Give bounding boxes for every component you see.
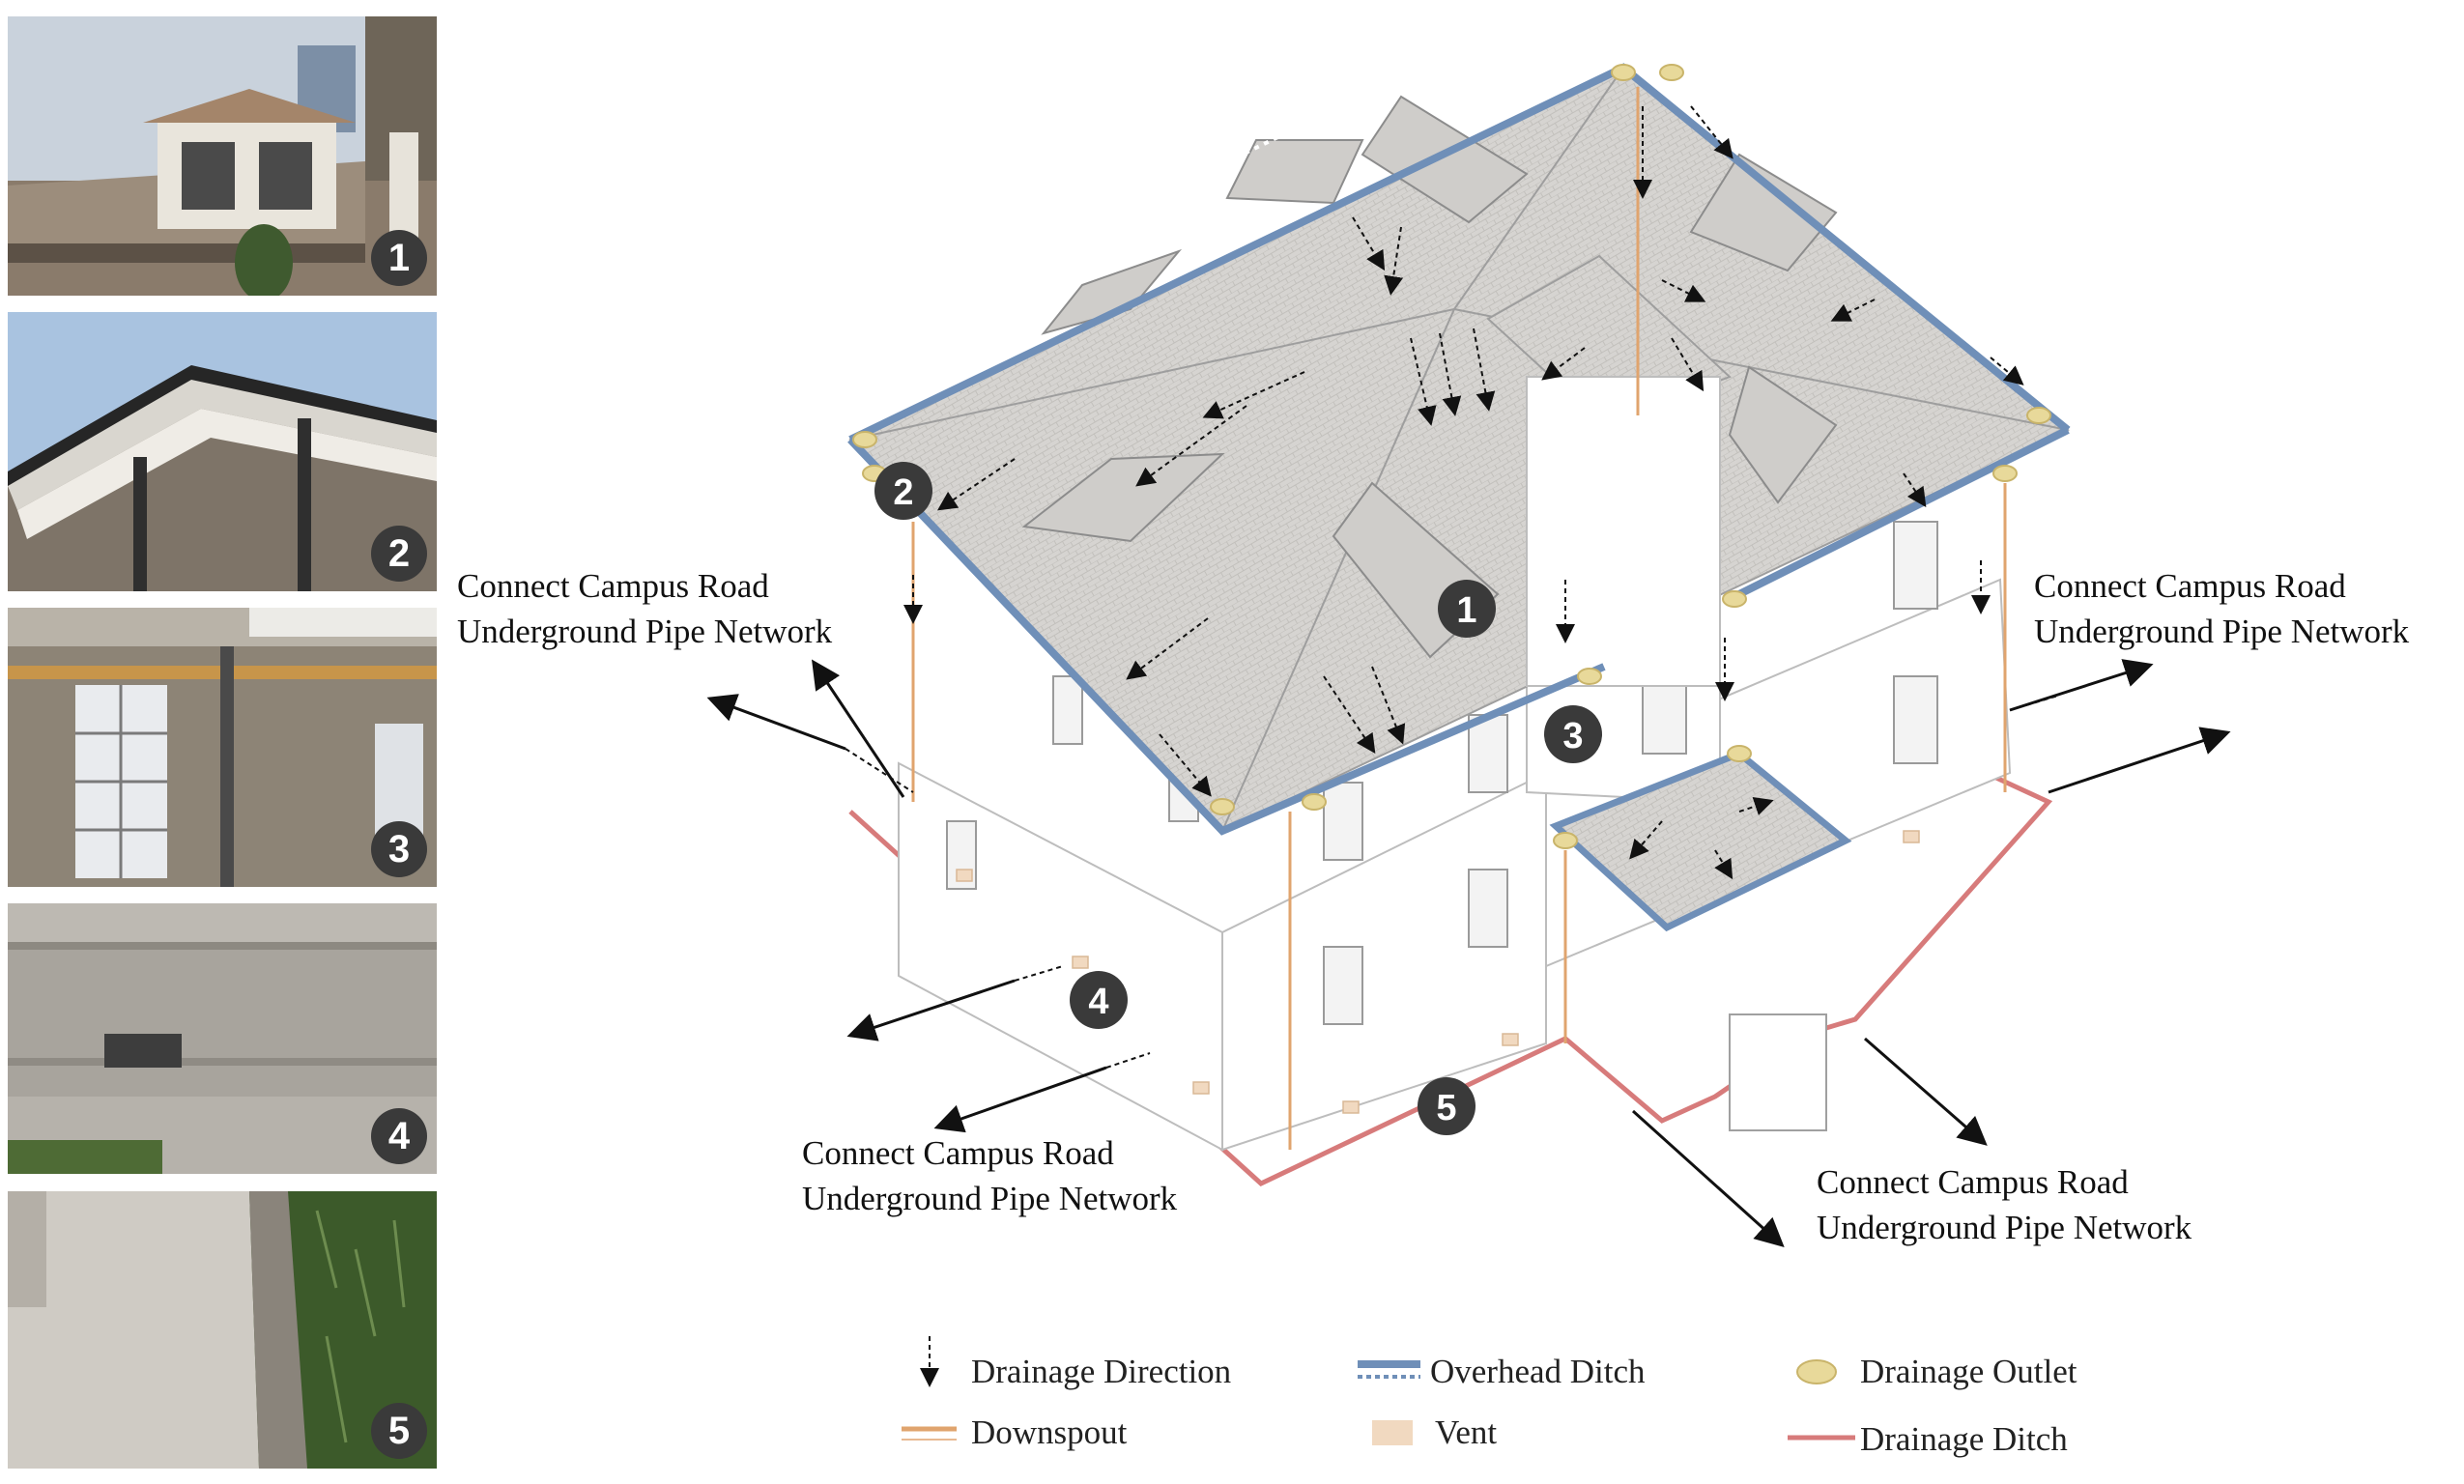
legend-vent-icon <box>1372 1420 1413 1445</box>
photo-plinth: 4 <box>8 903 437 1174</box>
marker-3: 3 <box>1544 705 1602 763</box>
callout-right-bottom-line1: Connect Campus Road <box>1817 1163 2129 1201</box>
callout-left-bottom-line2: Underground Pipe Network <box>802 1180 1178 1217</box>
porch-steps <box>1729 1013 1827 1131</box>
legend-drainage-direction: Drainage Direction <box>971 1353 1232 1390</box>
photo-dormer-image <box>8 16 437 296</box>
drainage-ditch-line <box>848 741 2053 1186</box>
marker-2: 2 <box>874 462 932 520</box>
marker-5-label: 5 <box>1436 1088 1456 1128</box>
connection-arrows <box>706 659 2231 1248</box>
callout-right-top-line2: Underground Pipe Network <box>2034 613 2410 650</box>
marker-2-label: 2 <box>893 472 913 513</box>
photo-badge-2: 2 <box>371 526 427 582</box>
photo-plinth-image <box>8 903 437 1174</box>
photo-eaves-image <box>8 312 437 591</box>
photo-badge-4: 4 <box>371 1108 427 1164</box>
marker-4: 4 <box>1070 971 1128 1029</box>
photo-badge-5: 5 <box>371 1403 427 1459</box>
downspouts <box>911 87 2007 1150</box>
legend-overhead-ditch: Overhead Ditch <box>1430 1353 1646 1390</box>
photo-badge-1: 1 <box>371 230 427 286</box>
photo-ditch-image <box>8 1191 437 1469</box>
legend-vent: Vent <box>1435 1413 1498 1451</box>
photo-downspout-image <box>8 608 437 887</box>
callout-right-top: Connect Campus Road Underground Pipe Net… <box>2034 563 2409 654</box>
drainage-outlets <box>852 64 2051 849</box>
vents <box>956 830 1920 1114</box>
photo-dormer: 1 <box>8 16 437 296</box>
callout-right-top-line1: Connect Campus Road <box>2034 567 2346 605</box>
tower-body <box>1526 376 1721 687</box>
photo-eaves: 2 <box>8 312 437 591</box>
roof-dormers <box>1021 95 1838 659</box>
callout-left-top-line1: Connect Campus Road <box>457 567 769 605</box>
marker-3-label: 3 <box>1562 716 1583 756</box>
marker-1-label: 1 <box>1456 590 1476 631</box>
photo-downspout: 3 <box>8 608 437 887</box>
callout-left-bottom: Connect Campus Road Underground Pipe Net… <box>802 1130 1177 1221</box>
legend-symbols <box>902 1336 1855 1445</box>
callout-left-bottom-line1: Connect Campus Road <box>802 1134 1114 1172</box>
legend-drainage-outlet-icon <box>1796 1359 1837 1384</box>
photo-badge-3: 3 <box>371 821 427 877</box>
legend-downspout: Downspout <box>971 1413 1128 1451</box>
callout-left-top: Connect Campus Road Underground Pipe Net… <box>457 563 832 654</box>
drainage-direction-arrows <box>903 105 2024 880</box>
legend-drainage-outlet: Drainage Outlet <box>1860 1353 2077 1390</box>
legend-drainage-ditch: Drainage Ditch <box>1860 1420 2068 1458</box>
callout-right-bottom-line2: Underground Pipe Network <box>1817 1209 2192 1246</box>
callout-left-top-line2: Underground Pipe Network <box>457 613 833 650</box>
marker-4-label: 4 <box>1088 982 1108 1022</box>
callout-right-bottom: Connect Campus Road Underground Pipe Net… <box>1817 1159 2192 1250</box>
marker-1: 1 <box>1438 580 1496 638</box>
photo-ditch: 5 <box>8 1191 437 1469</box>
marker-5: 5 <box>1418 1077 1476 1135</box>
